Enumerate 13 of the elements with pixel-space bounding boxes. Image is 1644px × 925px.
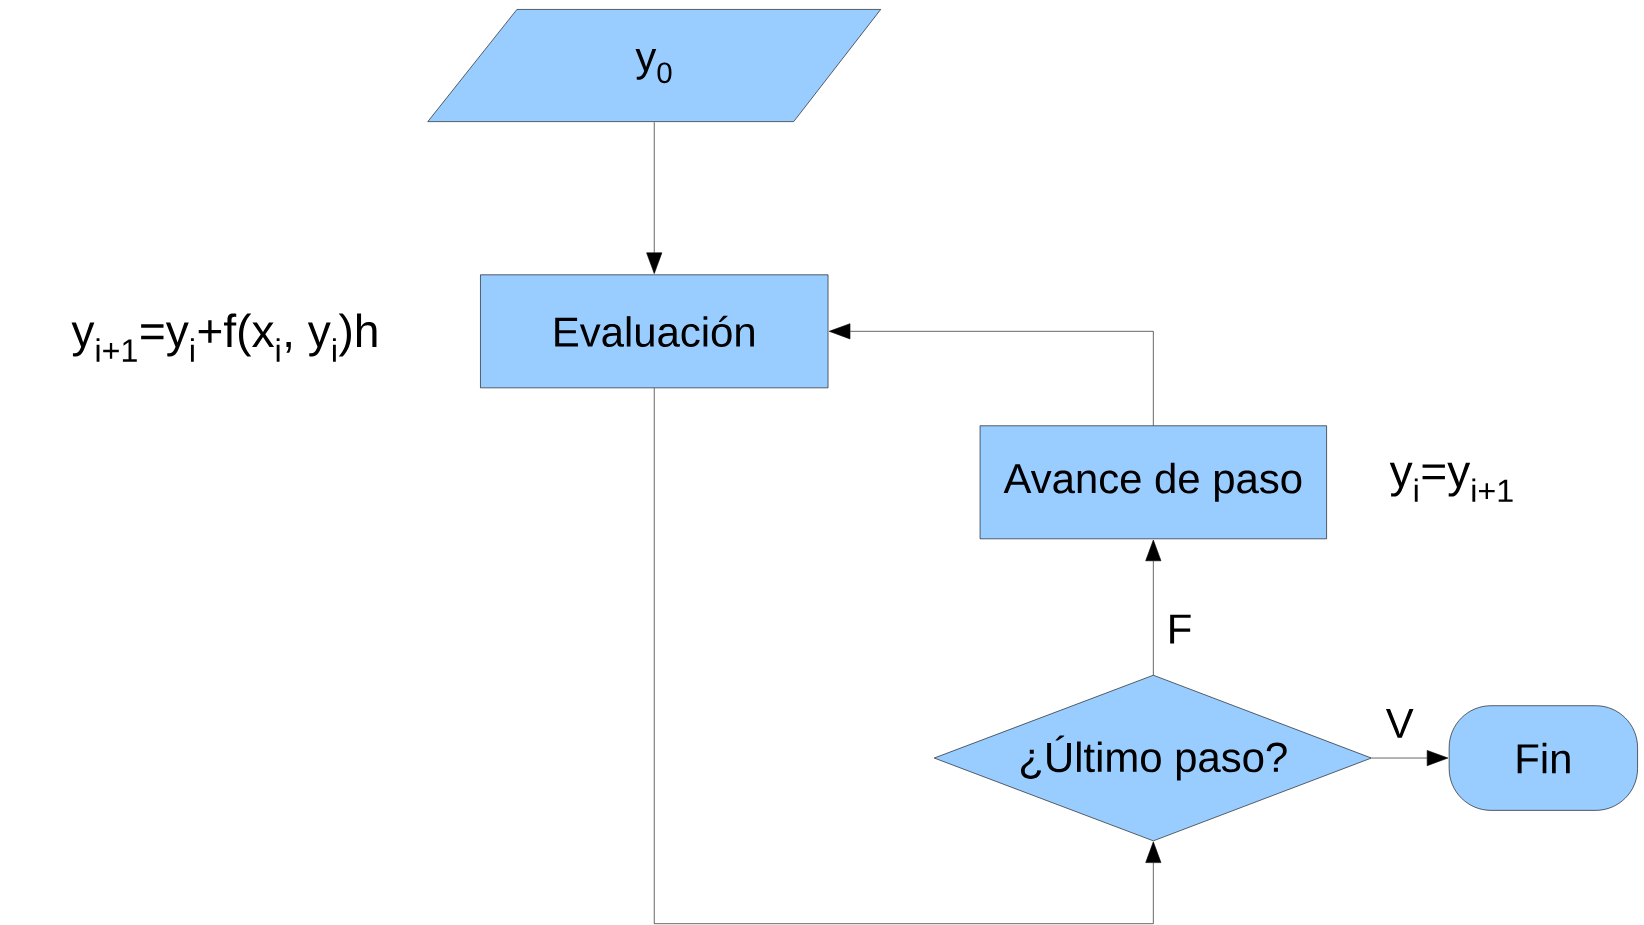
arrow [646, 122, 663, 275]
terminal-box: Fin [1448, 705, 1638, 811]
process-box: Evaluación [480, 274, 829, 389]
arrow [653, 387, 1162, 925]
process-box: Avance de paso [979, 425, 1327, 540]
arrow [1145, 539, 1162, 676]
arrow [828, 323, 1154, 426]
formula-label: y$_{i}$=y$_{i+1}$ [1389, 462, 1513, 502]
edge-label: F [1165, 613, 1194, 645]
input-parallelogram: y$_{0}$ [427, 9, 882, 123]
edge-label: V [1384, 708, 1415, 739]
arrow [1371, 750, 1449, 767]
formula-label: y$_{i+1}$=y$_{i}$+f(x$_{i}$, y$_{i}$)h [71, 313, 377, 362]
